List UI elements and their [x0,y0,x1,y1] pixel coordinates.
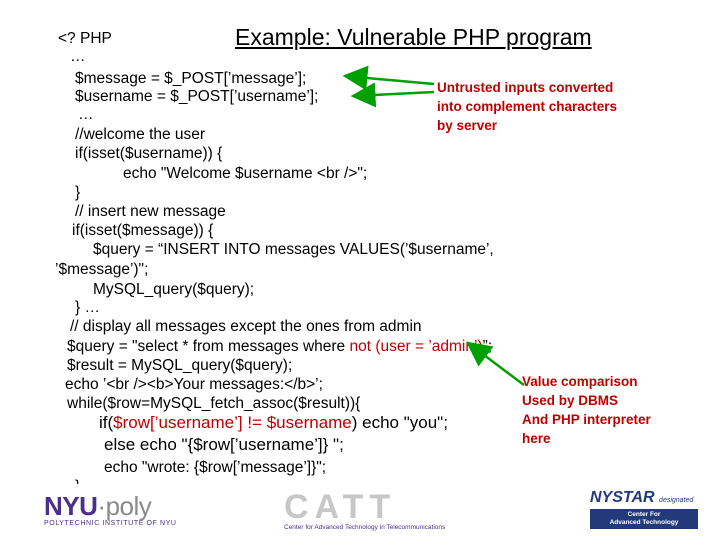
arrow-to-username [350,82,435,108]
code-line: // insert new message [75,203,226,220]
note-line: Value comparison [522,374,638,389]
nystar-tag: designated [659,497,694,504]
catt-wordmark: CATT [284,488,397,526]
code-line: //welcome the user [75,126,206,143]
note-line: by server [437,118,498,133]
nyu-poly-logo: NYU·poly POLYTECHNIC INSTITUTE OF NYU [44,491,177,527]
nyu-poly-wordmark: NYU·poly [44,491,177,522]
code-line: } [75,184,81,201]
note-line: into complement characters [437,99,618,114]
code-line: MySQL_query($query); [93,281,255,298]
code-line: else echo "{$row[’username’]} "; [104,435,344,454]
nystar-box-line: Advanced Technology [609,519,679,526]
arrow-to-comparison [466,341,525,386]
code-line: $query = “INSERT INTO messages VALUES(’$… [93,241,494,258]
nystar-box-line: Center For [627,511,661,518]
nystar-header: NYSTAR designated [590,489,698,507]
nyu-text: NYU [44,491,98,521]
note-line: And PHP interpreter [522,412,651,427]
code-line: if(isset($username)) { [75,145,223,162]
note-untrusted-inputs: Untrusted inputs converted into compleme… [437,78,617,135]
note-line: Used by DBMS [522,393,619,408]
catt-logo: CATT Center for Advanced Technology in T… [284,490,474,531]
code-line: $message = $_POST[’message’]; [75,70,307,87]
code-line: $username = $_POST[’username’]; [75,88,319,105]
code-line: ’$message’)"; [55,261,149,278]
code-line: } … [75,299,100,316]
code-line: echo "wrote: {$row[’message’]}"; [104,459,327,476]
nystar-box: Center For Advanced Technology [590,509,698,529]
note-line: here [522,431,551,446]
code-line: if($row[’username’] != $username) echo "… [99,414,448,432]
code-line: … [78,106,94,123]
code-text: ) echo "you"; [351,413,448,432]
arrow-to-message [342,65,435,91]
code-line: echo "Welcome $username <br />"; [123,165,368,182]
code-line: … [70,48,86,65]
code-highlight: $row[’username’] != $username [113,413,352,432]
code-line: // display all messages except the ones … [70,318,422,335]
nyu-subtitle: POLYTECHNIC INSTITUTE OF NYU [44,520,177,527]
nystar-wordmark: NYSTAR [590,489,655,506]
code-text: $query = "select * from messages where [67,338,350,355]
slide-title: Example: Vulnerable PHP program [235,24,592,50]
catt-subtitle: Center for Advanced Technology in Teleco… [284,524,446,531]
code-text: if( [99,413,114,432]
note-value-comparison: Value comparison Used by DBMS And PHP in… [522,372,651,448]
nystar-logo: NYSTAR designated Center For Advanced Te… [590,489,698,535]
code-line: while($row=MySQL_fetch_assoc($result)){ [67,395,361,412]
code-line: echo ’<br /><b>Your messages:</b>’; [65,376,323,393]
note-line: Untrusted inputs converted [437,80,614,95]
code-line: $result = MySQL_query($query); [67,357,293,374]
code-line: if(isset($message)) { [72,222,214,239]
poly-text: ·poly [97,491,152,521]
code-line: <? PHP [58,30,112,47]
